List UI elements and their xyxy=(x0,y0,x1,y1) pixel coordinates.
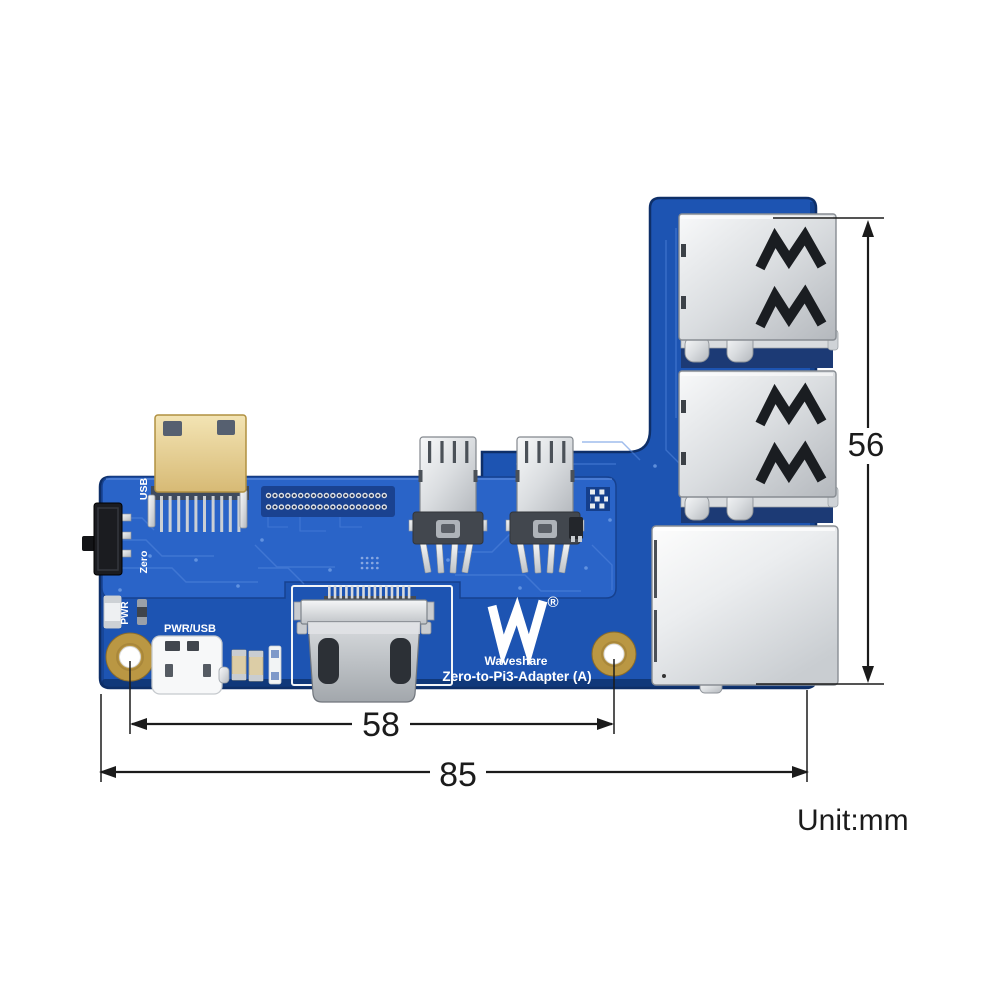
dimension-annotations xyxy=(99,217,884,782)
usb-contact-spring xyxy=(755,226,827,271)
micro-usb-power-port xyxy=(151,635,230,695)
smd-capacitors xyxy=(231,645,282,685)
fiducial-pattern xyxy=(586,487,610,511)
arrow-right xyxy=(597,718,614,730)
usb-a-port-middle xyxy=(678,370,839,523)
brand-text: Waveshare xyxy=(485,654,548,668)
dim-height-value: 56 xyxy=(848,426,885,463)
ethernet-rj45-shield xyxy=(651,525,839,694)
arrow-top xyxy=(862,220,874,237)
hdmi-output-connector xyxy=(293,585,435,703)
usb-a-port-top xyxy=(678,213,839,368)
gpio-header xyxy=(261,486,395,517)
pwr-led xyxy=(103,595,122,629)
pwr-usb-label: PWR/USB xyxy=(164,623,216,635)
mini-hdmi-gold-connector xyxy=(147,414,249,532)
switch-label-zero: Zero xyxy=(138,551,150,574)
dim-hole-spacing-value: 58 xyxy=(362,706,400,744)
dim-width-line xyxy=(99,766,809,778)
vent-dot-grid xyxy=(360,556,382,570)
mounting-hole-right xyxy=(591,631,637,677)
usb-contact-spring xyxy=(755,284,827,329)
arrow-left xyxy=(130,718,147,730)
mounting-hole-left xyxy=(105,632,155,682)
waveshare-logo xyxy=(487,596,548,666)
arrow-bottom xyxy=(862,666,874,683)
usb-contact-spring xyxy=(755,440,827,485)
model-text: Zero-to-Pi3-Adapter (A) xyxy=(442,669,591,684)
switch-label-usb: USB xyxy=(138,477,150,500)
dim-hole-spacing-line xyxy=(130,718,614,730)
dim-height-line xyxy=(862,220,874,683)
pwr-led-label: PWR xyxy=(120,601,131,625)
registered-mark: ® xyxy=(547,594,558,611)
micro-usb-plug-left xyxy=(408,436,488,574)
arrow-right xyxy=(792,766,809,778)
usb-zero-switch xyxy=(82,502,132,576)
smd-resistor xyxy=(137,599,147,625)
unit-label: Unit:mm xyxy=(797,804,909,837)
micro-usb-plug-right xyxy=(505,436,585,574)
usb-contact-spring xyxy=(755,382,827,427)
dim-width-value: 85 xyxy=(439,756,477,794)
smd-component-junction xyxy=(569,517,583,542)
arrow-left xyxy=(99,766,116,778)
